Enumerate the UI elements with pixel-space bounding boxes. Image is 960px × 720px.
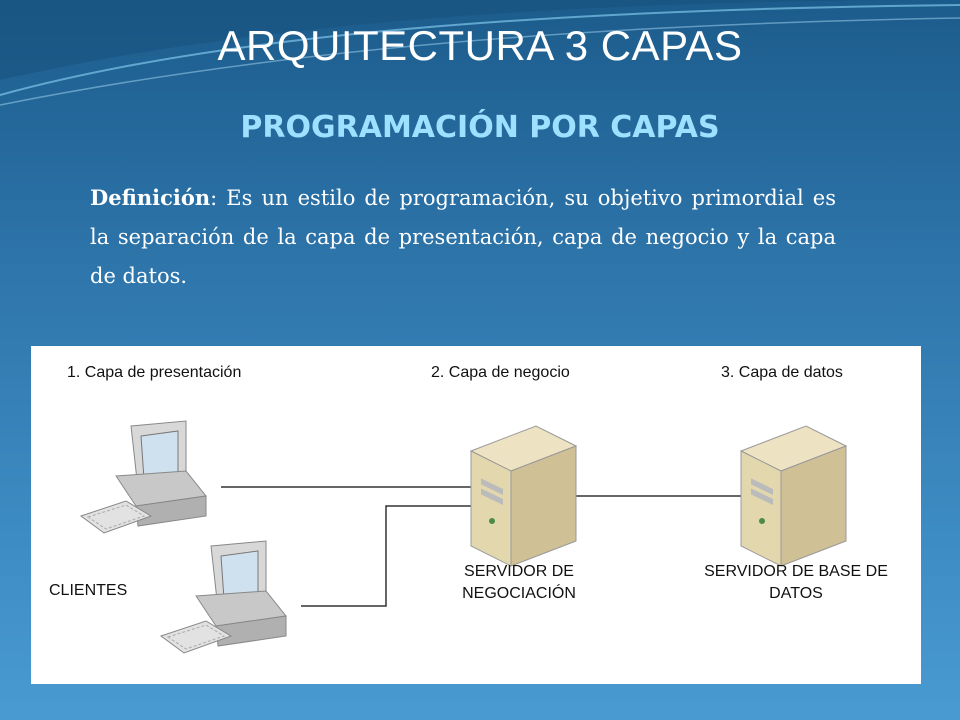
client-computer-icon	[159, 540, 287, 654]
definition-term: Definición	[90, 185, 211, 210]
layer-label-presentation: 1. Capa de presentación	[67, 364, 242, 381]
business-server-label: SERVIDOR DE NEGOCIACIÓN	[462, 563, 576, 602]
definition-paragraph: Definición: Es un estilo de programación…	[90, 178, 836, 296]
slide-subtitle: PROGRAMACIÓN POR CAPAS	[240, 110, 720, 145]
data-server-label: SERVIDOR DE BASE DE DATOS	[704, 563, 888, 602]
connection-lines	[221, 486, 741, 607]
layer-label-business: 2. Capa de negocio	[431, 364, 570, 381]
decorative-swoosh	[0, 0, 960, 106]
layer-label-data: 3. Capa de datos	[721, 364, 843, 381]
definition-text: : Es un estilo de programación, su objet…	[90, 186, 836, 288]
server-tower-icon	[739, 425, 848, 567]
server-tower-icon	[469, 425, 578, 567]
slide-title: ARQUITECTURA 3 CAPAS	[217, 22, 743, 69]
architecture-diagram: 1. Capa de presentación 2. Capa de negoc…	[31, 346, 921, 684]
clients-label: CLIENTES	[49, 582, 128, 599]
client-computer-icon	[79, 420, 207, 534]
